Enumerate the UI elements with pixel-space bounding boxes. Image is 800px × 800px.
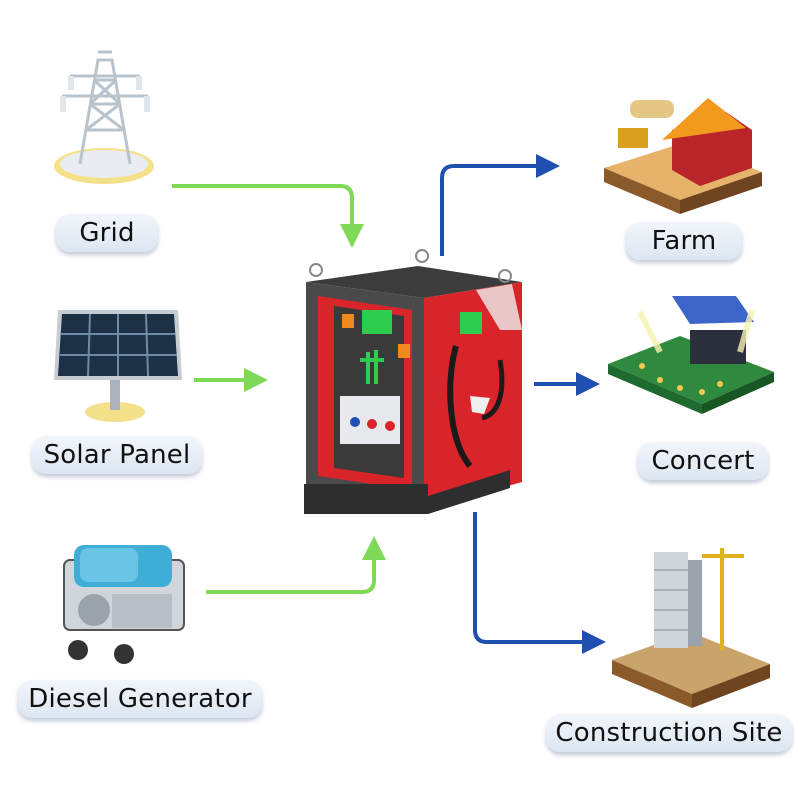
arrow-generator-to-unit — [206, 536, 386, 594]
diesel-generator-icon — [63, 545, 185, 664]
concert-stage-icon — [608, 296, 774, 414]
power-tower-icon — [54, 50, 154, 184]
source-label-diesel-generator: Diesel Generator — [18, 680, 262, 718]
arrow-grid-to-unit — [172, 184, 364, 248]
destination-label-concert: Concert — [638, 442, 768, 480]
construction-site-icon — [612, 548, 770, 708]
arrow-unit-to-construction — [473, 512, 606, 654]
portable-charging-station-icon — [304, 249, 522, 514]
farm-icon — [604, 98, 762, 214]
destination-label-construction-site: Construction Site — [546, 714, 792, 752]
arrow-unit-to-farm — [440, 154, 560, 256]
source-label-grid: Grid — [56, 214, 158, 252]
source-label-solar-panel: Solar Panel — [32, 436, 202, 474]
destination-label-farm: Farm — [626, 222, 742, 260]
solar-panel-icon — [54, 310, 182, 422]
